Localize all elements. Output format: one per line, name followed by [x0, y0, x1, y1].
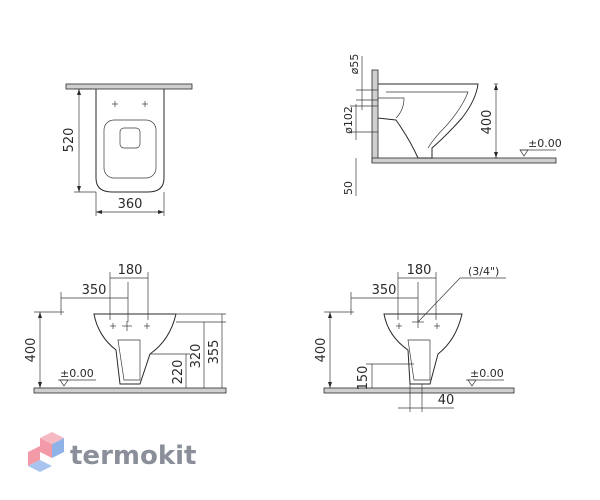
thread-label: (3/4")	[468, 265, 499, 278]
zero-label-side: ±0.00	[528, 137, 562, 150]
zero-label-a: ±0.00	[60, 367, 94, 380]
floor-slab	[33, 387, 227, 394]
dim-150: 150	[356, 363, 414, 391]
trap	[407, 339, 431, 381]
logo-cube-base	[28, 460, 52, 472]
zero-label-b: ±0.00	[470, 367, 504, 380]
front-view: 520 360	[62, 83, 193, 216]
bowl-outline	[95, 89, 165, 193]
bowl-inner	[386, 91, 469, 149]
dim-180: 180	[397, 263, 437, 320]
logo-cube-left	[40, 438, 52, 458]
floor-slab	[371, 157, 557, 164]
dim-220: 220	[171, 360, 186, 385]
wall	[371, 69, 379, 163]
side-view: 400 ø55 ø102 50 ±0.00	[342, 54, 562, 196]
seat-outline	[103, 119, 157, 179]
dim-520: 520	[62, 128, 77, 153]
level-mark: ±0.00	[519, 137, 562, 157]
bowl-profile	[383, 313, 463, 385]
dim-floor: 50	[342, 158, 357, 196]
dim-40: 40	[398, 384, 454, 412]
dim-360: 360	[118, 197, 143, 212]
dim-50: 50	[342, 181, 355, 195]
dim-320: 320	[189, 344, 204, 369]
dim-outlet: ø102	[342, 104, 378, 140]
dim-350-a: 350	[82, 283, 107, 298]
dim-350-b: 350	[372, 283, 397, 298]
dim-180-a: 180	[118, 263, 143, 278]
dim-180: 180	[109, 263, 149, 320]
logo-cube-top	[40, 432, 64, 444]
logo-cube-low	[28, 446, 40, 466]
bowl-profile	[377, 83, 479, 159]
fixing-crosses	[348, 309, 440, 329]
dim-400: 400	[24, 311, 58, 388]
brand-logo: termokit	[28, 432, 196, 472]
dim-355: 355	[207, 340, 222, 365]
dim-400: 400	[314, 311, 348, 388]
wall-mount-plate	[65, 83, 193, 90]
thread-leader: (3/4")	[417, 265, 506, 323]
trap	[117, 339, 141, 381]
install-view-a: 180 350 400 220 320 355 ±0	[24, 263, 227, 394]
dim-pipe: ø55	[348, 54, 378, 110]
bowl-profile	[93, 313, 177, 385]
level-mark: ±0.00	[466, 367, 504, 387]
mount-crosses	[112, 101, 148, 107]
dim-180-b: 180	[407, 263, 432, 278]
dim-055: ø55	[348, 54, 361, 75]
dim-40: 40	[438, 393, 455, 408]
brand-name: termokit	[70, 441, 196, 471]
inlet-pipe	[378, 97, 405, 119]
dim-height: 520	[62, 88, 96, 193]
dim-400-b: 400	[314, 338, 329, 363]
logo-cube-right	[52, 438, 64, 458]
dim-400-side: 400	[480, 110, 495, 135]
floor-slab	[323, 387, 515, 394]
dim-350: 350	[350, 282, 419, 322]
dim-width: 360	[95, 192, 165, 216]
dim-right: 220 320 355	[150, 313, 226, 388]
dim-0102: ø102	[342, 106, 355, 134]
level-mark: ±0.00	[58, 367, 96, 387]
install-view-b: 180 (3/4") 350 400 150 40	[314, 263, 515, 412]
dim-400-a: 400	[24, 338, 39, 363]
dim-350: 350	[60, 282, 129, 322]
fixing-crosses	[58, 309, 150, 331]
seat-lid	[119, 127, 141, 149]
dim-150: 150	[356, 366, 371, 391]
